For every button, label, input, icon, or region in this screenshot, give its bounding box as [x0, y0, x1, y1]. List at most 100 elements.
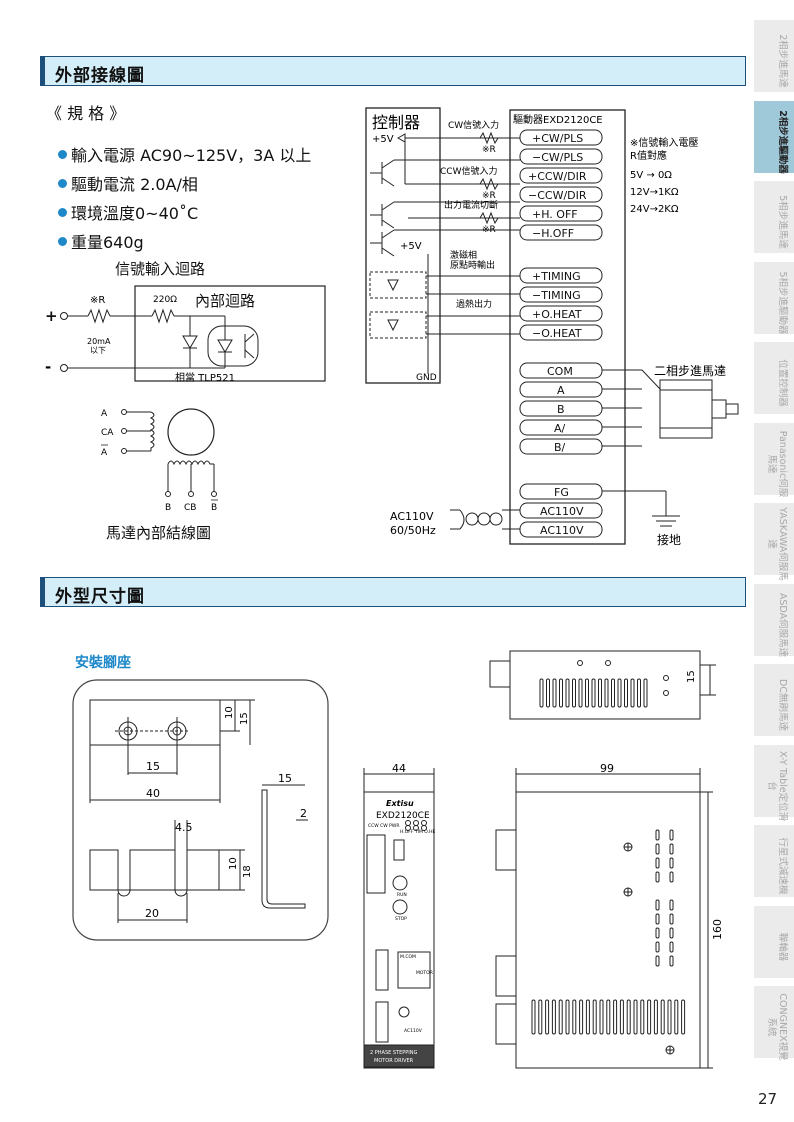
spec-item-text: 環境溫度0~40˚C	[71, 204, 199, 223]
front-panel-drawing: 44 Extisu EXD2120CE CCW CW PWR H.OFF TIM…	[363, 762, 435, 1069]
motor-internal-title: 馬達內部結線圖	[106, 524, 211, 542]
vent-slot	[674, 999, 679, 1035]
front-model: EXD2120CE	[376, 811, 430, 821]
front-bottom-line2: MOTOR DRIVER	[374, 1058, 414, 1064]
vent-slot	[630, 678, 635, 708]
wiring-section-header: 外部接線圖	[40, 56, 746, 86]
note-line: 24V→2KΩ	[630, 204, 679, 215]
category-tab[interactable]: DC無刷馬達	[754, 664, 794, 738]
category-tab-label: ASDA伺服馬達	[777, 592, 788, 657]
terminal-ccw-dir-minus: −CCW/DIR	[528, 189, 587, 202]
bullet-icon	[58, 179, 67, 188]
brand-logo-text: Extisu	[386, 799, 414, 808]
vent-slot	[604, 678, 609, 708]
plus-terminal: +	[45, 307, 58, 325]
vent-slot	[626, 999, 631, 1035]
category-tab[interactable]: 行星式減速機	[754, 825, 794, 899]
category-tab-label: 2相步進馬達	[777, 34, 788, 88]
category-tab-label: 2相步進驅動器	[777, 109, 788, 174]
spec-item-text: 重量640g	[71, 233, 144, 252]
category-tab[interactable]: CONGNEX視覺系統	[754, 986, 794, 1061]
bullet-icon	[58, 237, 67, 246]
category-tab[interactable]: 聯軸器	[754, 905, 794, 980]
frequency-label: 60/50Hz	[390, 524, 436, 537]
driver-box	[509, 109, 626, 545]
vent-slot	[655, 927, 660, 939]
wire-label-origin: 原點時輸出	[450, 259, 495, 271]
category-tab-label: 聯軸器	[777, 932, 788, 961]
terminal-ca: CA	[101, 428, 114, 438]
category-tab-label: 行星式減速機	[777, 837, 788, 895]
terminal-hoff-plus: +H. OFF	[532, 208, 578, 221]
note-subtitle: R值對應	[630, 149, 667, 162]
internal-circuit-label: 內部迴路	[195, 292, 255, 310]
motor-internal-diagram: A CA A B CB B 馬達內部結線圖	[101, 408, 218, 542]
vent-slot	[643, 678, 648, 708]
spec-item-text: 驅動電流 2.0A/相	[71, 175, 198, 194]
vent-slot	[669, 829, 674, 841]
vent-slot	[611, 678, 615, 708]
category-tab[interactable]: Panasonic伺服馬達	[754, 422, 794, 497]
dim-label: 40	[146, 787, 160, 800]
category-tab-label: X-Y Table定位滑台	[766, 750, 788, 821]
plus5v-label: +5V	[372, 134, 394, 145]
terminal-a: A	[101, 409, 108, 419]
wiring-section-title: 外部接線圖	[55, 66, 145, 86]
spec-item: 環境溫度0~40˚C	[58, 200, 198, 224]
category-tab[interactable]: 5相步進驅動器	[754, 261, 794, 336]
vent-slot	[647, 999, 652, 1035]
mount-title: 安裝腳座	[75, 654, 131, 671]
vent-slot	[585, 678, 589, 708]
vent-slot	[585, 999, 590, 1035]
stepping-motor-label: 二相步進馬達	[654, 364, 726, 378]
category-tab[interactable]: 5相步進馬達	[754, 181, 794, 255]
dim-label: 20	[145, 907, 159, 920]
vent-slot	[655, 899, 660, 911]
terminal-timing-minus: −TIMING	[532, 289, 581, 302]
terminal-oheat-plus: +O.HEAT	[532, 308, 582, 321]
vent-slot	[598, 678, 602, 708]
side-height-dim: 160	[711, 919, 724, 940]
vent-slot	[669, 955, 674, 967]
terminal-oheat-minus: −O.HEAT	[532, 327, 582, 340]
wiring-diagram: 控制器 +5V +5V GND ※R ※R ※R CW信號入力 CCW信號入力	[365, 107, 739, 547]
spec-heading: 《 規 格 》	[46, 104, 126, 123]
category-tab[interactable]: ASDA伺服馬達	[754, 583, 794, 658]
terminal-hoff-minus: −H.OFF	[532, 227, 574, 240]
category-tab[interactable]: 2相步進驅動器	[754, 100, 794, 175]
vent-slot	[606, 999, 611, 1035]
resistor-r-label: ※R	[90, 295, 105, 306]
vent-slot	[545, 999, 550, 1035]
category-tab[interactable]: X-Y Table定位滑台	[754, 744, 794, 821]
category-tab-label: 5相步進驅動器	[777, 270, 788, 335]
controller-box	[365, 107, 441, 384]
vent-slot	[546, 678, 550, 708]
terminal-motor-a: A	[557, 384, 565, 397]
category-tab[interactable]: 2相步進馬達	[754, 20, 794, 94]
driver-label: 驅動器EXD2120CE	[513, 113, 603, 126]
category-tab[interactable]: YASKAWA伺服馬達	[754, 503, 794, 581]
vent-slot	[617, 678, 622, 708]
vent-slot	[640, 999, 645, 1035]
vent-slot	[579, 999, 584, 1035]
r-mark-3: ※R	[482, 225, 496, 235]
mcom-label: M.COM	[400, 954, 416, 960]
vent-slot	[653, 999, 658, 1035]
vent-slot	[655, 857, 660, 869]
category-tab-label: 5相步進馬達	[777, 195, 788, 249]
terminal-ac110v-2: AC110V	[540, 524, 584, 537]
vent-slot	[559, 678, 563, 708]
resistor-220-label: 220Ω	[153, 295, 177, 305]
vent-slot	[637, 678, 641, 708]
vent-slot	[669, 899, 674, 911]
equivalent-label: 相當 TLP521	[175, 371, 235, 384]
outline-section-title: 外型尺寸圖	[55, 587, 145, 607]
vent-slot	[624, 678, 628, 708]
front-bottom-line1: 2 PHASE STEPPING	[370, 1050, 418, 1056]
top-view-drawing: 15	[489, 650, 716, 720]
category-tab[interactable]: 位置控制器	[754, 342, 794, 416]
r-mark-1: ※R	[482, 145, 496, 155]
plus5v-2-label: +5V	[400, 241, 422, 252]
terminal-motor-b: B	[557, 403, 565, 416]
input-circuit-diagram: 信號輸入迴路 內部迴路 + ※R 220Ω 20mA 以下 - 相當 TLP52…	[45, 260, 326, 384]
